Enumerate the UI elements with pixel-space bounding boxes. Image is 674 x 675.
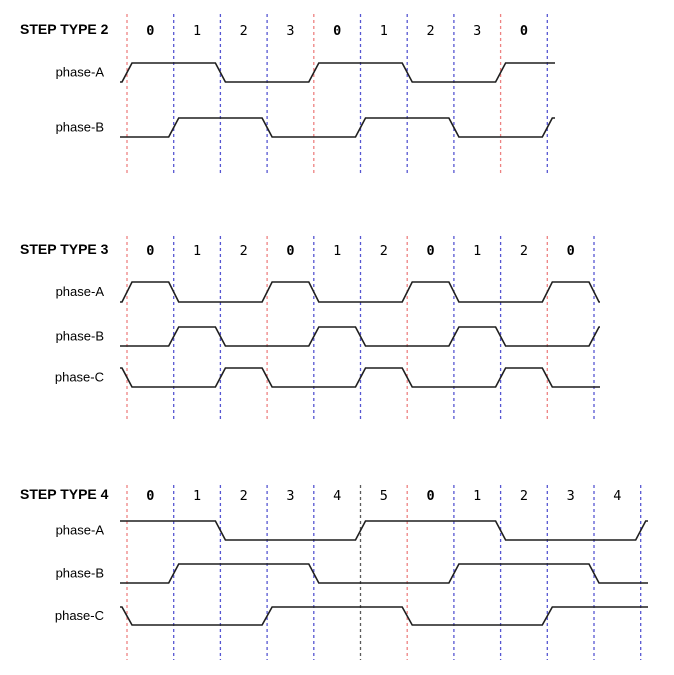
step-number: 2	[520, 243, 528, 259]
phase-B-waveform	[120, 563, 648, 584]
step-number: 0	[146, 23, 154, 39]
step-number: 1	[193, 243, 201, 259]
section-title: STEP TYPE 4	[20, 486, 109, 502]
step-number: 2	[240, 23, 248, 39]
phase-label: phase-B	[56, 120, 104, 135]
step-number: 0	[146, 488, 154, 504]
phase-label: phase-B	[56, 329, 104, 344]
step-number: 4	[333, 488, 341, 504]
step-number: 1	[193, 23, 201, 39]
step-number: 0	[520, 23, 528, 39]
step-number: 1	[380, 23, 388, 39]
step-number: 3	[286, 23, 294, 39]
step-number: 3	[286, 488, 294, 504]
step-number: 2	[520, 488, 528, 504]
phase-label: phase-A	[56, 65, 105, 80]
step-number: 1	[193, 488, 201, 504]
step-number: 5	[380, 488, 388, 504]
phase-label: phase-C	[55, 608, 104, 623]
phase-C-waveform	[120, 606, 648, 626]
step-number: 1	[473, 243, 481, 259]
step-number: 0	[426, 243, 434, 259]
phase-A-waveform	[120, 281, 600, 303]
phase-C-waveform	[120, 367, 600, 388]
phase-A-waveform	[120, 520, 648, 541]
step-number: 2	[380, 243, 388, 259]
phase-B-waveform	[120, 326, 600, 347]
phase-A-waveform	[120, 62, 555, 83]
step-number: 0	[333, 23, 341, 39]
phase-label: phase-C	[55, 370, 104, 385]
section-title: STEP TYPE 2	[20, 21, 109, 37]
phase-label: phase-A	[56, 284, 105, 299]
step-number: 1	[333, 243, 341, 259]
step-number: 4	[613, 488, 621, 504]
step-number: 0	[567, 243, 575, 259]
phase-label: phase-A	[56, 523, 105, 538]
step-number: 2	[426, 23, 434, 39]
step-number: 1	[473, 488, 481, 504]
step-number: 2	[240, 488, 248, 504]
step-number: 0	[286, 243, 294, 259]
phase-label: phase-B	[56, 566, 104, 581]
step-number: 3	[567, 488, 575, 504]
section-title: STEP TYPE 3	[20, 241, 109, 257]
step-number: 0	[146, 243, 154, 259]
phase-B-waveform	[120, 117, 555, 138]
step-number: 3	[473, 23, 481, 39]
step-number: 0	[426, 488, 434, 504]
step-number: 2	[240, 243, 248, 259]
